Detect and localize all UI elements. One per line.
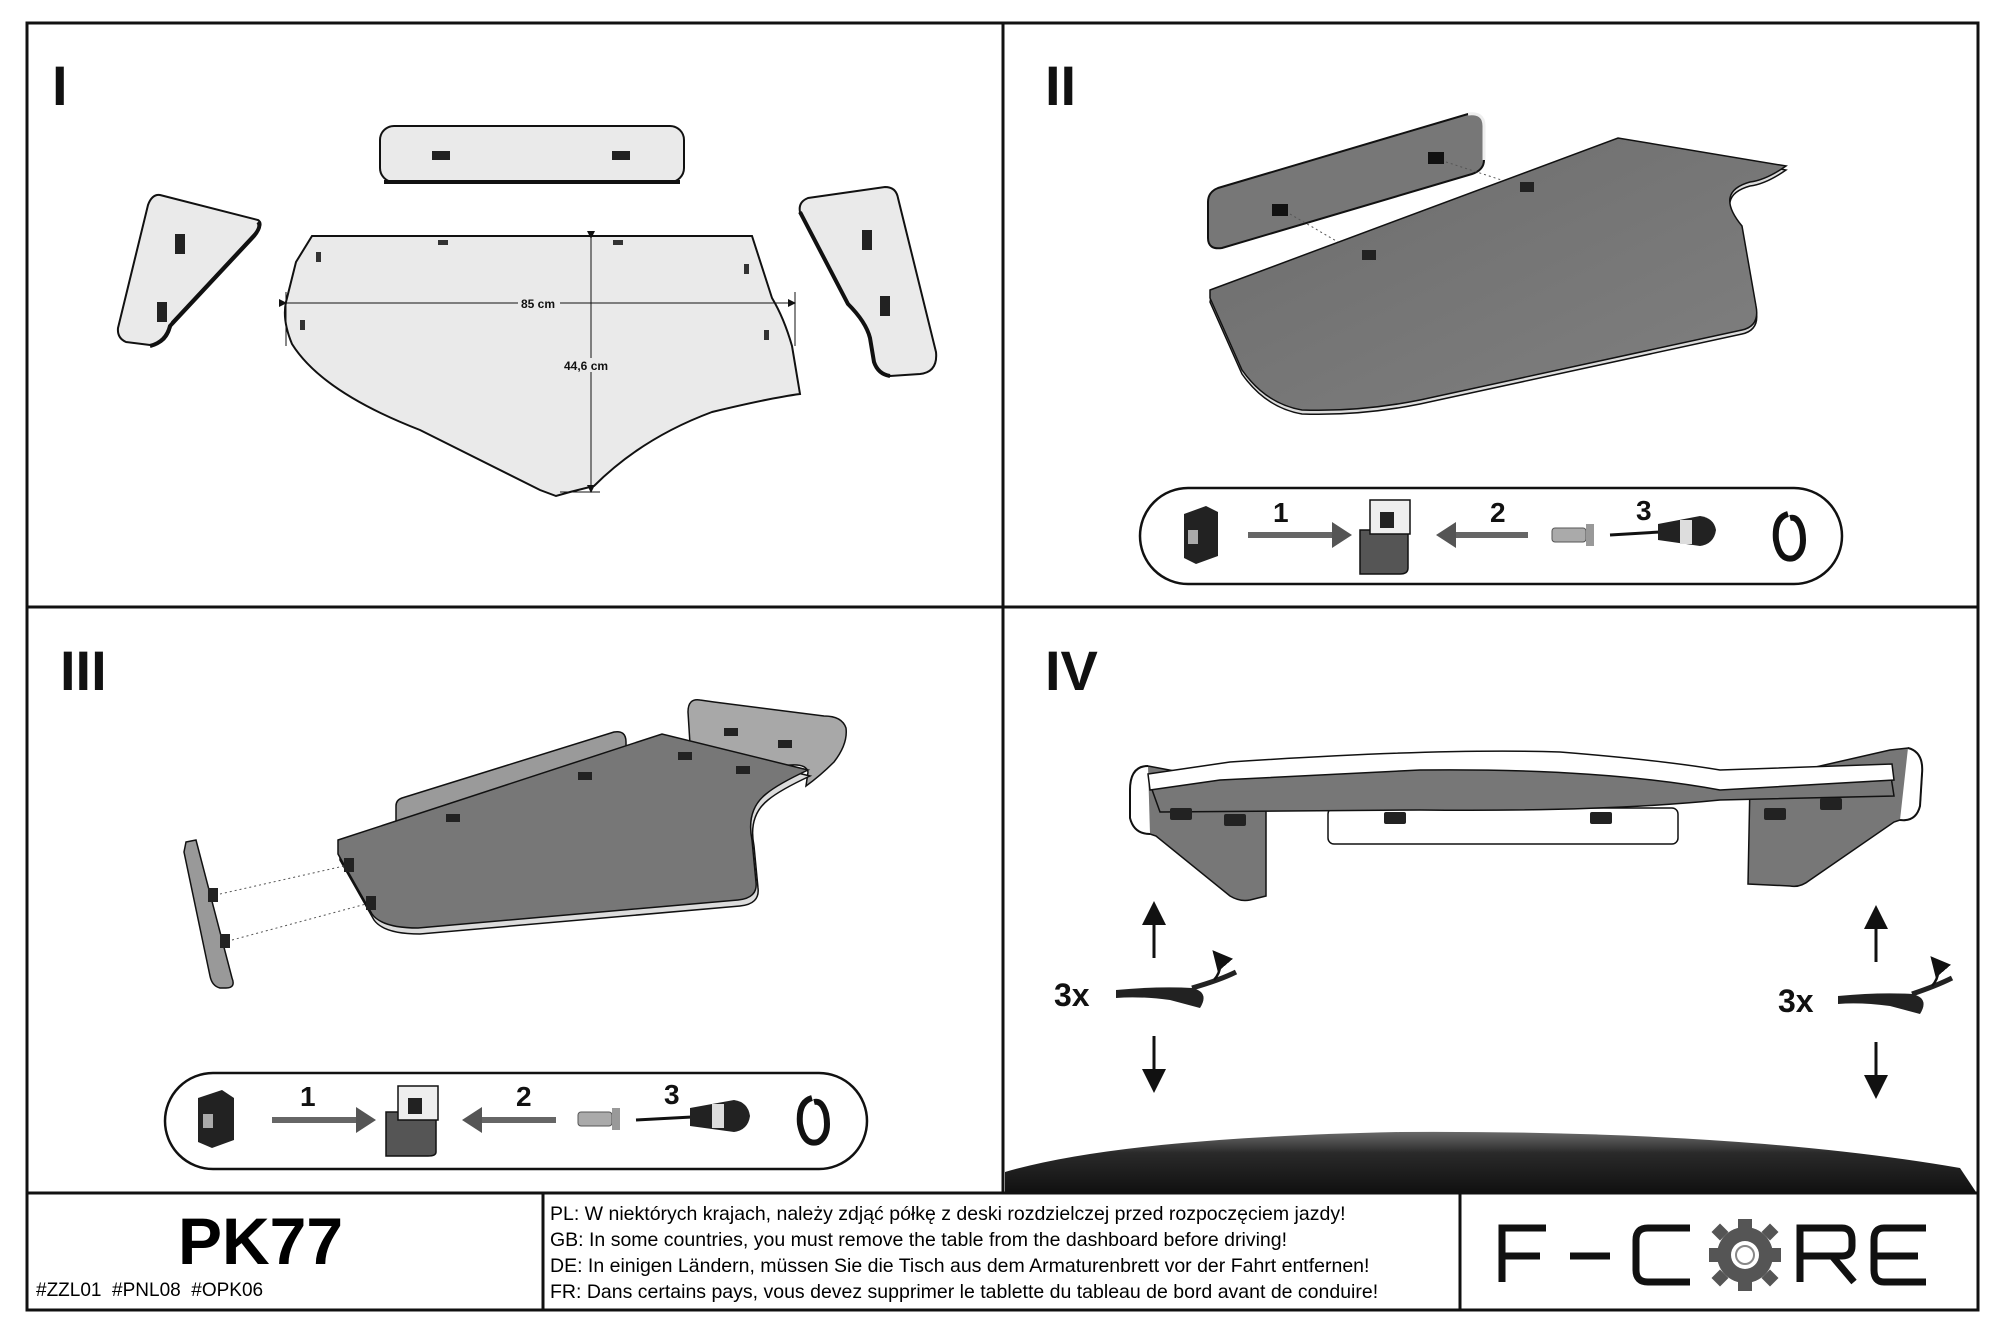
bracket-icon [157,302,167,322]
depth-dimension-label: 44,6 cm [564,359,608,373]
bracket-icon [1384,812,1406,824]
bracket-icon [862,230,872,250]
panel-number: III [60,639,107,702]
footer: PK77 #ZZL01 #PNL08 #OPK06 PL: W niektóry… [36,1203,1926,1303]
warning-pl: PL: W niektórych krajach, należy zdjąć p… [550,1203,1346,1225]
width-dimension-label: 85 cm [521,297,555,311]
bracket-mounted-icon [385,1085,439,1157]
screw-icon [764,330,769,340]
step-label: 2 [516,1081,532,1112]
product-codes: #ZZL01 #PNL08 #OPK06 [36,1280,263,1301]
screw-icon [736,766,750,774]
screw-icon [1520,182,1534,192]
screw-icon [446,814,460,822]
bracket-icon [1224,814,1246,826]
left-side-part [183,839,234,989]
twist-icon [1838,956,1954,1014]
screw-icon [366,896,376,910]
screw-icon [1362,250,1376,260]
rotate-icon [796,1095,830,1146]
main-board-part: 85 cm 44,6 cm [279,231,802,498]
screw-icon [1551,524,1594,546]
bracket-icon [1764,808,1786,820]
screw-icon [300,320,305,330]
assembly-steps: 1 2 3 [1138,486,1844,586]
remove-instruction-left: 3x [1054,901,1238,1093]
panel-1: I [52,54,938,498]
bracket-icon [778,740,792,748]
screw-icon [578,772,592,780]
repeat-count: 3x [1054,977,1090,1013]
screwdriver-icon [635,1100,750,1132]
panel-2: II 1 [1045,54,1844,586]
back-rail-part [1207,112,1486,250]
screw-icon [577,1108,620,1130]
bracket-icon [198,1090,234,1148]
gear-icon [1709,1219,1781,1291]
step-label: 2 [1490,497,1506,528]
assembled-shelf [1129,747,1924,902]
panel-number: I [52,54,68,117]
warning-fr: FR: Dans certains pays, vous devez suppr… [550,1281,1378,1303]
panel-4: IV 3 [1005,639,1976,1192]
screw-icon [744,264,749,274]
bracket-icon [175,234,185,254]
bracket-mounted-icon [1359,499,1411,575]
right-side-part [798,185,938,378]
warning-de: DE: In einigen Ländern, müssen Sie die T… [550,1255,1369,1277]
bracket-icon [208,888,218,902]
bracket-icon [1590,812,1612,824]
right-side-part [687,699,847,788]
brand-logo: F-CORE [1498,1219,1926,1291]
screw-icon [344,858,354,872]
step-label: 3 [1636,495,1652,526]
step-label: 1 [300,1081,316,1112]
bracket-icon [1820,798,1842,810]
bracket-icon [724,728,738,736]
car-dashboard [1005,1131,1976,1192]
bracket-icon [1272,204,1288,216]
panel-grid [25,21,1980,1312]
screw-icon [438,240,448,245]
screw-icon [678,752,692,760]
bracket-icon [1184,506,1218,564]
repeat-count: 3x [1778,983,1814,1019]
screw-icon [613,240,623,245]
panel-3: III [60,639,869,1171]
step-label: 3 [664,1079,680,1110]
assembly-steps: 1 2 3 [163,1071,869,1171]
twist-icon [1116,950,1238,1008]
left-side-part [116,193,262,348]
panel-number: IV [1045,639,1098,702]
back-rail-part [379,125,685,184]
main-board-part [1209,137,1788,416]
remove-instruction-right: 3x [1778,905,1954,1099]
model-number: PK77 [178,1204,343,1278]
panel-number: II [1045,54,1076,117]
screw-icon [316,252,321,262]
main-board-part [337,733,813,935]
screwdriver-icon [1609,516,1716,546]
rotate-icon [1772,511,1806,562]
bracket-icon [432,151,450,160]
bracket-icon [880,296,890,316]
warning-gb: GB: In some countries, you must remove t… [550,1229,1287,1251]
bracket-icon [1428,152,1444,164]
bracket-icon [220,934,230,948]
step-label: 1 [1273,497,1289,528]
bracket-icon [612,151,630,160]
bracket-icon [1170,808,1192,820]
